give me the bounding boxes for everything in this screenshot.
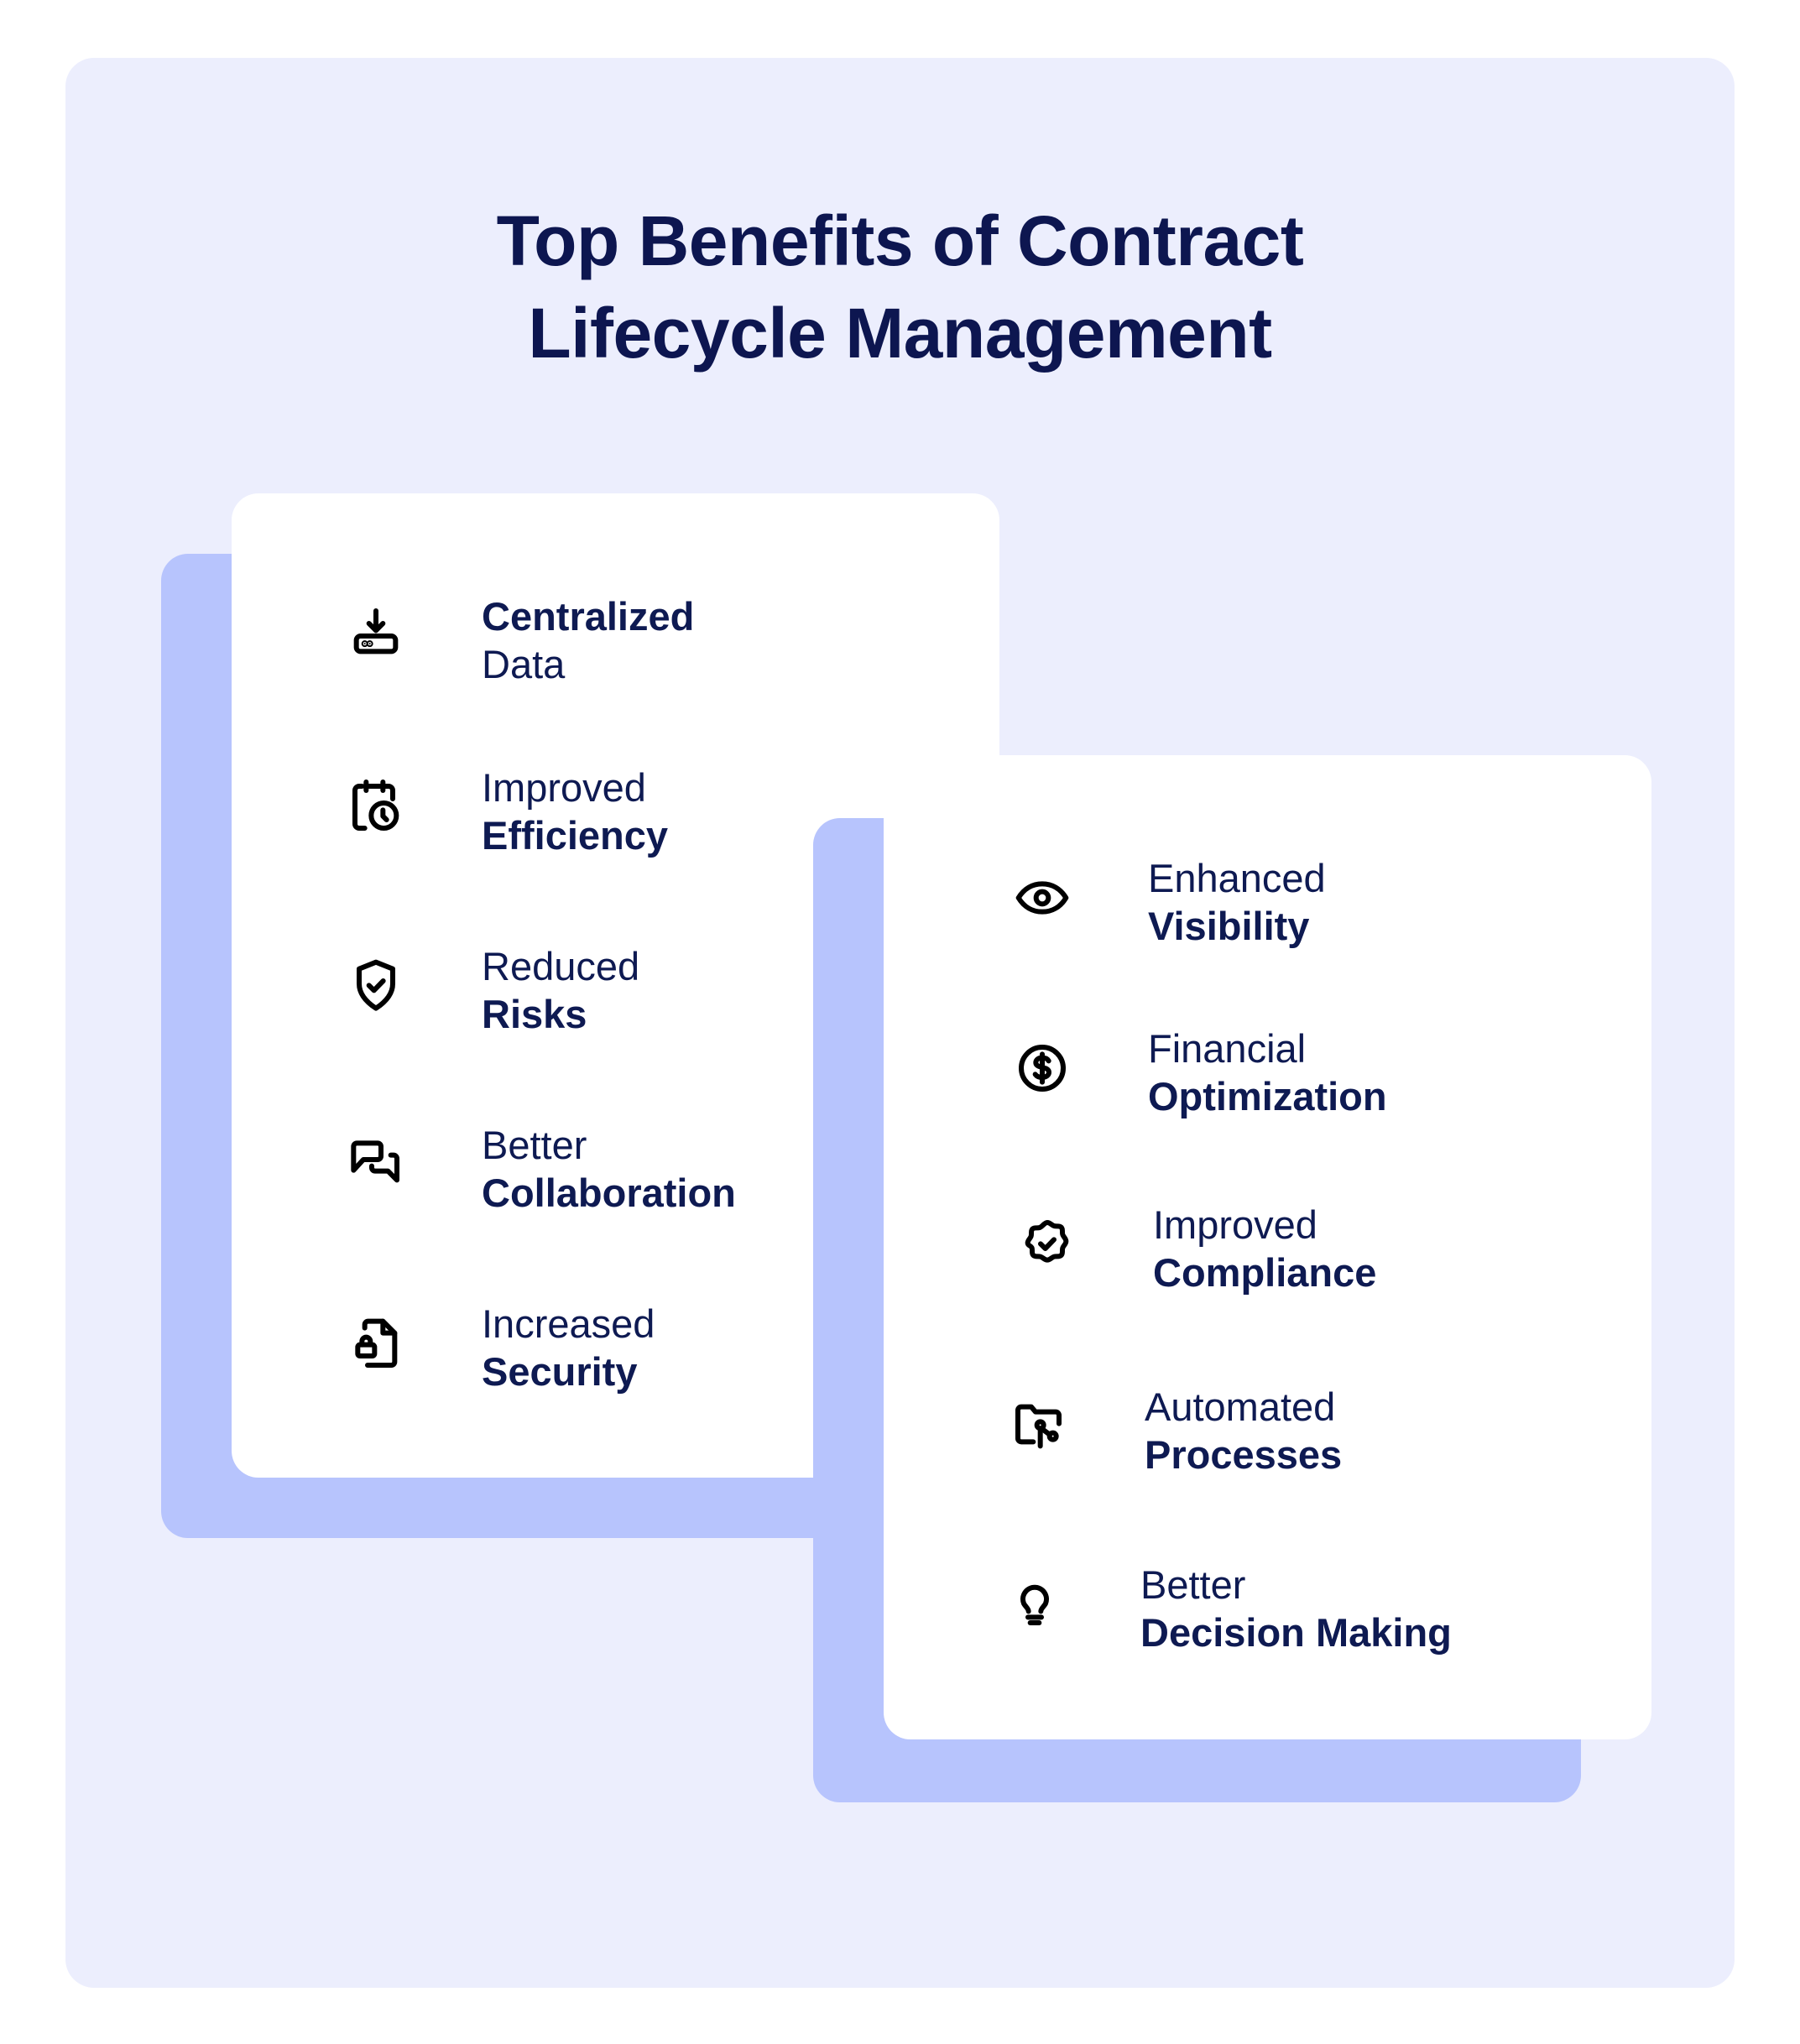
benefit-line-2: Security <box>482 1349 638 1394</box>
eye-icon <box>1009 864 1076 931</box>
benefit-line-1: Centralized <box>482 594 695 639</box>
right-benefits-card <box>884 755 1651 1739</box>
benefit-line-1: Improved <box>482 765 646 810</box>
dollar-circle-icon <box>1009 1035 1076 1102</box>
server-download-icon <box>342 602 410 670</box>
benefit-line-1: Better <box>1140 1562 1246 1607</box>
benefit-line-1: Financial <box>1148 1026 1307 1071</box>
page-title: Top Benefits of Contract Lifecycle Manag… <box>0 195 1800 379</box>
benefit-line-2: Visibility <box>1148 904 1310 948</box>
chat-bubbles-icon <box>342 1131 410 1198</box>
folder-workflow-icon <box>1005 1393 1072 1460</box>
shield-check-icon <box>342 952 410 1019</box>
lightbulb-icon <box>1001 1571 1068 1638</box>
benefit-line-2: Processes <box>1145 1432 1343 1477</box>
benefit-line-2: Risks <box>482 992 587 1036</box>
benefit-line-1: Increased <box>482 1301 655 1346</box>
title-line-2: Lifecycle Management <box>528 294 1272 373</box>
benefit-line-2: Efficiency <box>482 813 669 858</box>
benefit-line-2: Optimization <box>1148 1074 1387 1118</box>
benefit-line-2: Decision Making <box>1140 1610 1452 1655</box>
file-lock-icon <box>342 1310 410 1377</box>
title-line-1: Top Benefits of Contract <box>496 201 1304 280</box>
benefit-line-1: Automated <box>1145 1384 1336 1429</box>
benefit-line-1: Enhanced <box>1148 856 1326 900</box>
benefit-line-2: Collaboration <box>482 1171 736 1215</box>
benefit-line-1: Better <box>482 1123 587 1167</box>
benefit-line-2: Data <box>482 642 566 686</box>
benefit-line-1: Reduced <box>482 944 640 988</box>
calendar-clock-icon <box>342 774 410 841</box>
badge-check-icon <box>1014 1211 1081 1278</box>
benefit-line-2: Compliance <box>1153 1250 1377 1295</box>
benefit-line-1: Improved <box>1153 1202 1317 1247</box>
